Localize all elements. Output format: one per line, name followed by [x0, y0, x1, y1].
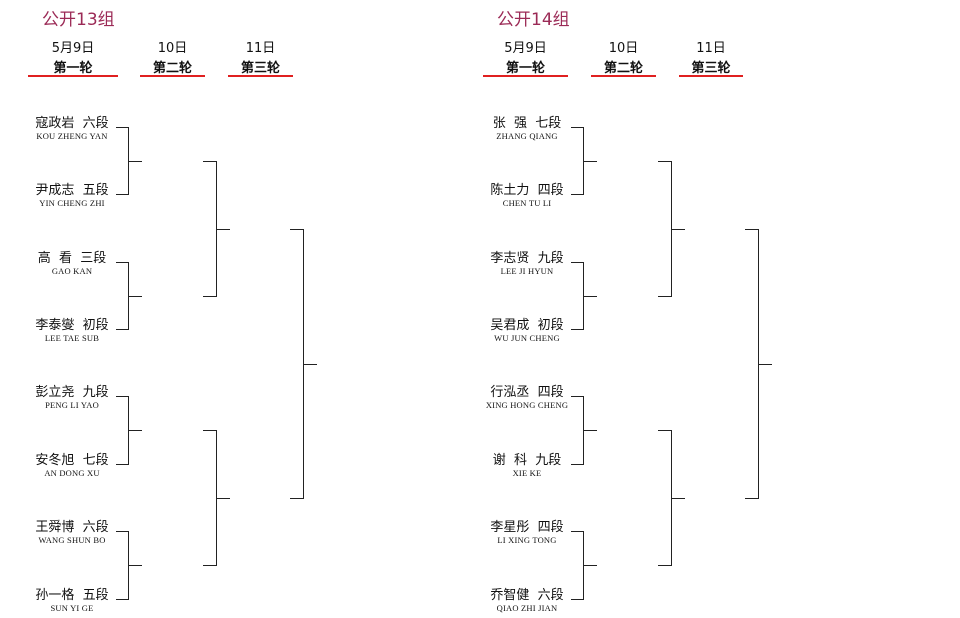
player-name: 李志贤 九段: [490, 251, 564, 266]
player-pinyin: WANG SHUN BO: [38, 535, 106, 545]
bracket-line: [116, 599, 129, 600]
round-2-name: 第二轮: [603, 61, 643, 76]
bracket-line: [203, 161, 217, 162]
round-1-underline: [483, 75, 568, 77]
bracket-line: [203, 565, 217, 566]
bracket-line: [671, 498, 685, 499]
player-name: 乔智健 六段: [490, 588, 564, 603]
bracket-line: [658, 430, 672, 431]
player-pinyin: XING HONG CHENG: [485, 400, 569, 410]
bracket-line: [290, 229, 304, 230]
bracket-line: [116, 127, 129, 128]
player-pinyin: LEE TAE SUB: [44, 333, 100, 343]
player-pinyin: CHEN TU LI: [502, 198, 552, 208]
bracket-line: [583, 565, 597, 566]
bracket-line: [128, 565, 142, 566]
round-1-name: 第一轮: [505, 61, 545, 76]
round-2-date: 10日: [608, 41, 639, 56]
round-3-name: 第三轮: [240, 61, 280, 76]
bracket-line: [658, 565, 672, 566]
player-name: 李星彤 四段: [490, 520, 564, 535]
bracket-line: [128, 430, 142, 431]
bracket-line: [583, 161, 597, 162]
round-2-date: 10日: [157, 41, 188, 56]
bracket-line: [203, 430, 217, 431]
bracket-line: [658, 161, 672, 162]
bracket-line: [116, 464, 129, 465]
bracket-line: [290, 498, 304, 499]
bracket-line: [116, 396, 129, 397]
round-3-name: 第三轮: [691, 61, 731, 76]
group-title: 公开13组: [42, 10, 115, 30]
round-3-underline: [679, 75, 743, 77]
round-2-underline: [140, 75, 205, 77]
round-3-underline: [228, 75, 293, 77]
bracket-line: [116, 329, 129, 330]
player-pinyin: YIN CHENG ZHI: [39, 198, 105, 208]
bracket-line: [671, 229, 685, 230]
player-pinyin: GAO KAN: [51, 266, 93, 276]
player-name: 吴君成 初段: [490, 318, 564, 333]
bracket-line: [658, 296, 672, 297]
bracket-line: [571, 396, 584, 397]
player-pinyin: WU JUN CHENG: [494, 333, 560, 343]
player-name: 寇政岩 六段: [35, 116, 109, 131]
round-2-name: 第二轮: [152, 61, 192, 76]
player-name: 高 看 三段: [37, 251, 107, 266]
round-3-date: 11日: [245, 41, 276, 56]
bracket-line: [571, 194, 584, 195]
player-name: 行泓丞 四段: [490, 385, 564, 400]
bracket-line: [583, 296, 597, 297]
round-1-underline: [28, 75, 118, 77]
bracket-line: [571, 262, 584, 263]
bracket-line: [128, 296, 142, 297]
player-pinyin: XIE KE: [512, 468, 542, 478]
player-name: 陈土力 四段: [490, 183, 564, 198]
round-1-name: 第一轮: [53, 61, 93, 76]
bracket-line: [571, 599, 584, 600]
player-pinyin: SUN YI GE: [50, 603, 94, 613]
bracket-line: [583, 430, 597, 431]
round-1-date: 5月9日: [51, 41, 95, 56]
player-name: 孙一格 五段: [35, 588, 109, 603]
bracket-line: [745, 498, 759, 499]
player-name: 谢 科 九段: [492, 453, 562, 468]
player-pinyin: AN DONG XU: [44, 468, 100, 478]
round-3-date: 11日: [696, 41, 726, 56]
bracket-line: [745, 229, 759, 230]
bracket-line: [116, 531, 129, 532]
bracket-line: [116, 194, 129, 195]
bracket-line: [571, 464, 584, 465]
bracket-line: [758, 364, 772, 365]
bracket-line: [303, 364, 317, 365]
player-name: 张 强 七段: [492, 116, 562, 131]
player-pinyin: LEE JI HYUN: [500, 266, 554, 276]
group-title: 公开14组: [497, 10, 570, 30]
player-name: 安冬旭 七段: [35, 453, 109, 468]
player-pinyin: ZHANG QIANG: [496, 131, 558, 141]
player-name: 彭立尧 九段: [35, 385, 109, 400]
bracket-line: [203, 296, 217, 297]
player-name: 王舜博 六段: [35, 520, 109, 535]
bracket-line: [216, 498, 230, 499]
bracket-line: [571, 531, 584, 532]
bracket-line: [216, 229, 230, 230]
player-name: 李泰燮 初段: [35, 318, 109, 333]
round-1-date: 5月9日: [504, 41, 547, 56]
round-2-underline: [591, 75, 656, 77]
player-pinyin: LI XING TONG: [497, 535, 557, 545]
bracket-line: [571, 127, 584, 128]
player-name: 尹成志 五段: [35, 183, 109, 198]
bracket-line: [571, 329, 584, 330]
player-pinyin: PENG LI YAO: [45, 400, 99, 410]
bracket-line: [116, 262, 129, 263]
player-pinyin: QIAO ZHI JIAN: [496, 603, 558, 613]
bracket-line: [128, 161, 142, 162]
player-pinyin: KOU ZHENG YAN: [36, 131, 108, 141]
